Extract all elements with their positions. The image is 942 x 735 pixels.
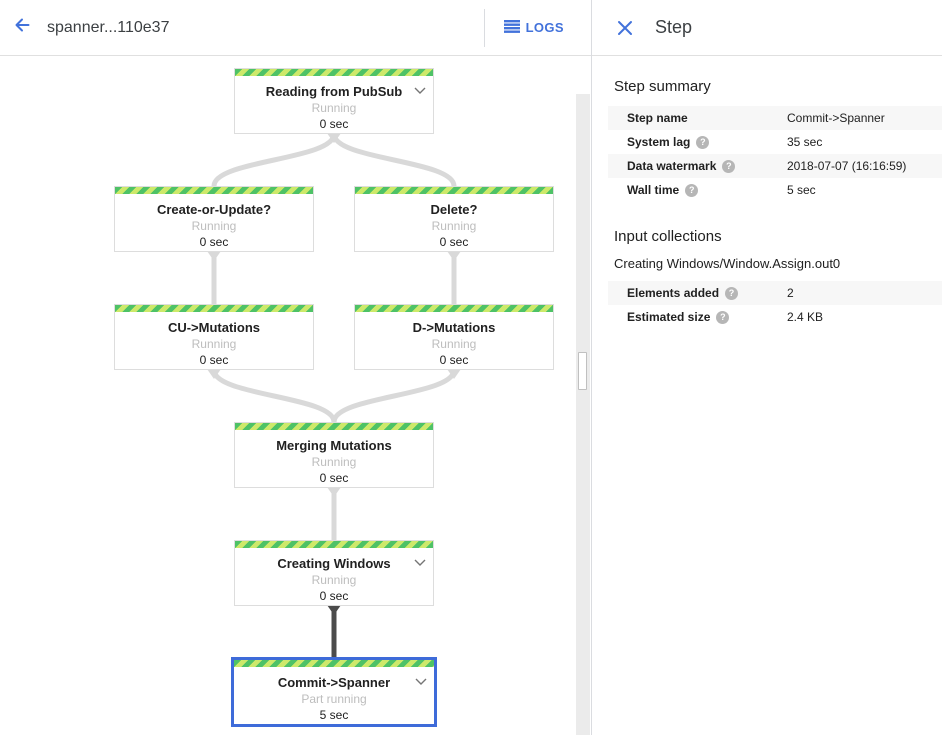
step-summary-heading: Step summary — [614, 78, 711, 95]
node-title: Merging Mutations — [276, 438, 392, 453]
detail-value: 5 sec — [787, 183, 816, 197]
node-status: Running — [431, 337, 477, 351]
detail-row: Step name Commit->Spanner — [608, 106, 942, 130]
detail-value: 2.4 KB — [787, 310, 824, 324]
detail-row: Data watermark?2018-07-07 (16:16:59) — [608, 154, 942, 178]
graph-scrollbar-track[interactable] — [576, 94, 590, 735]
close-icon[interactable] — [617, 20, 633, 36]
detail-row: Elements added?2 — [608, 281, 942, 305]
collection-name-link[interactable]: Creating Windows/Window.Assign.out0 — [614, 256, 841, 271]
node-time: 0 sec — [439, 353, 469, 367]
node-time: 0 sec — [439, 235, 469, 249]
input-collections-heading: Input collections — [614, 228, 722, 245]
node-status: Running — [311, 101, 357, 115]
detail-label: Step name — [627, 111, 688, 125]
node-title: D->Mutations — [412, 320, 496, 335]
step-details-panel: Step Step summary Step name Commit->Spann… — [592, 0, 942, 735]
logs-label: LOGS — [525, 20, 564, 35]
detail-label: System lag? — [627, 135, 787, 149]
detail-label: Wall time? — [627, 183, 787, 197]
detail-value: 35 sec — [787, 135, 823, 149]
running-stripe-bar — [355, 187, 553, 194]
help-icon[interactable]: ? — [716, 310, 730, 324]
node-title: Create-or-Update? — [156, 202, 272, 217]
running-stripe-bar — [234, 660, 434, 667]
help-icon[interactable]: ? — [685, 183, 699, 197]
detail-value: Commit->Spanner — [787, 111, 885, 125]
detail-row: Estimated size?2.4 KB — [608, 305, 942, 329]
detail-label: Data watermark? — [627, 159, 787, 173]
step-panel-header: Step — [592, 0, 942, 56]
node-time: 0 sec — [199, 235, 229, 249]
topbar-divider — [483, 8, 485, 47]
node-status: Running — [311, 573, 357, 587]
running-stripe-bar — [235, 69, 433, 76]
graph-node-delete[interactable]: Delete? Running 0 sec — [354, 186, 554, 252]
running-stripe-bar — [115, 187, 313, 194]
logs-icon — [503, 19, 520, 36]
node-status: Running — [431, 219, 477, 233]
graph-node-create-or-update[interactable]: Create-or-Update? Running 0 sec — [114, 186, 314, 252]
running-stripe-bar — [115, 305, 313, 312]
node-title: Commit->Spanner — [277, 675, 391, 690]
back-button[interactable] — [0, 0, 44, 56]
node-time: 0 sec — [319, 117, 349, 131]
job-title: spanner...110e37 — [47, 18, 170, 36]
logs-button[interactable]: LOGS — [485, 0, 591, 56]
running-stripe-bar — [355, 305, 553, 312]
panel-title: Step — [655, 17, 693, 37]
node-status: Running — [191, 337, 237, 351]
job-topbar: spanner...110e37 LOGS — [0, 0, 591, 56]
detail-value: 2018-07-07 (16:16:59) — [787, 159, 907, 173]
chevron-down-icon[interactable] — [414, 553, 426, 571]
running-stripe-bar — [235, 423, 433, 430]
node-time: 0 sec — [199, 353, 229, 367]
detail-value: 2 — [787, 286, 794, 300]
chevron-down-icon[interactable] — [415, 672, 427, 690]
back-arrow-icon — [13, 16, 31, 39]
help-icon[interactable]: ? — [696, 135, 710, 149]
node-title: Reading from PubSub — [265, 84, 403, 99]
node-title: CU->Mutations — [167, 320, 261, 335]
detail-row: System lag?35 sec — [608, 130, 942, 154]
help-icon[interactable]: ? — [722, 159, 736, 173]
chevron-down-icon[interactable] — [414, 81, 426, 99]
detail-label: Elements added? — [627, 286, 787, 300]
node-time: 0 sec — [319, 471, 349, 485]
node-time: 5 sec — [319, 708, 349, 722]
running-stripe-bar — [235, 541, 433, 548]
node-time: 0 sec — [319, 589, 349, 603]
node-status: Running — [191, 219, 237, 233]
node-title: Delete? — [430, 202, 478, 217]
node-status: Running — [311, 455, 357, 469]
node-title: Creating Windows — [277, 556, 391, 571]
detail-label: Estimated size? — [627, 310, 787, 324]
job-graph-pane: spanner...110e37 LOGS Reading from PubSu… — [0, 0, 592, 735]
graph-scrollbar-thumb[interactable] — [578, 352, 587, 390]
node-status: Part running — [301, 692, 367, 706]
detail-row: Wall time?5 sec — [608, 178, 942, 202]
graph-edges — [207, 133, 461, 657]
help-icon[interactable]: ? — [725, 286, 739, 300]
